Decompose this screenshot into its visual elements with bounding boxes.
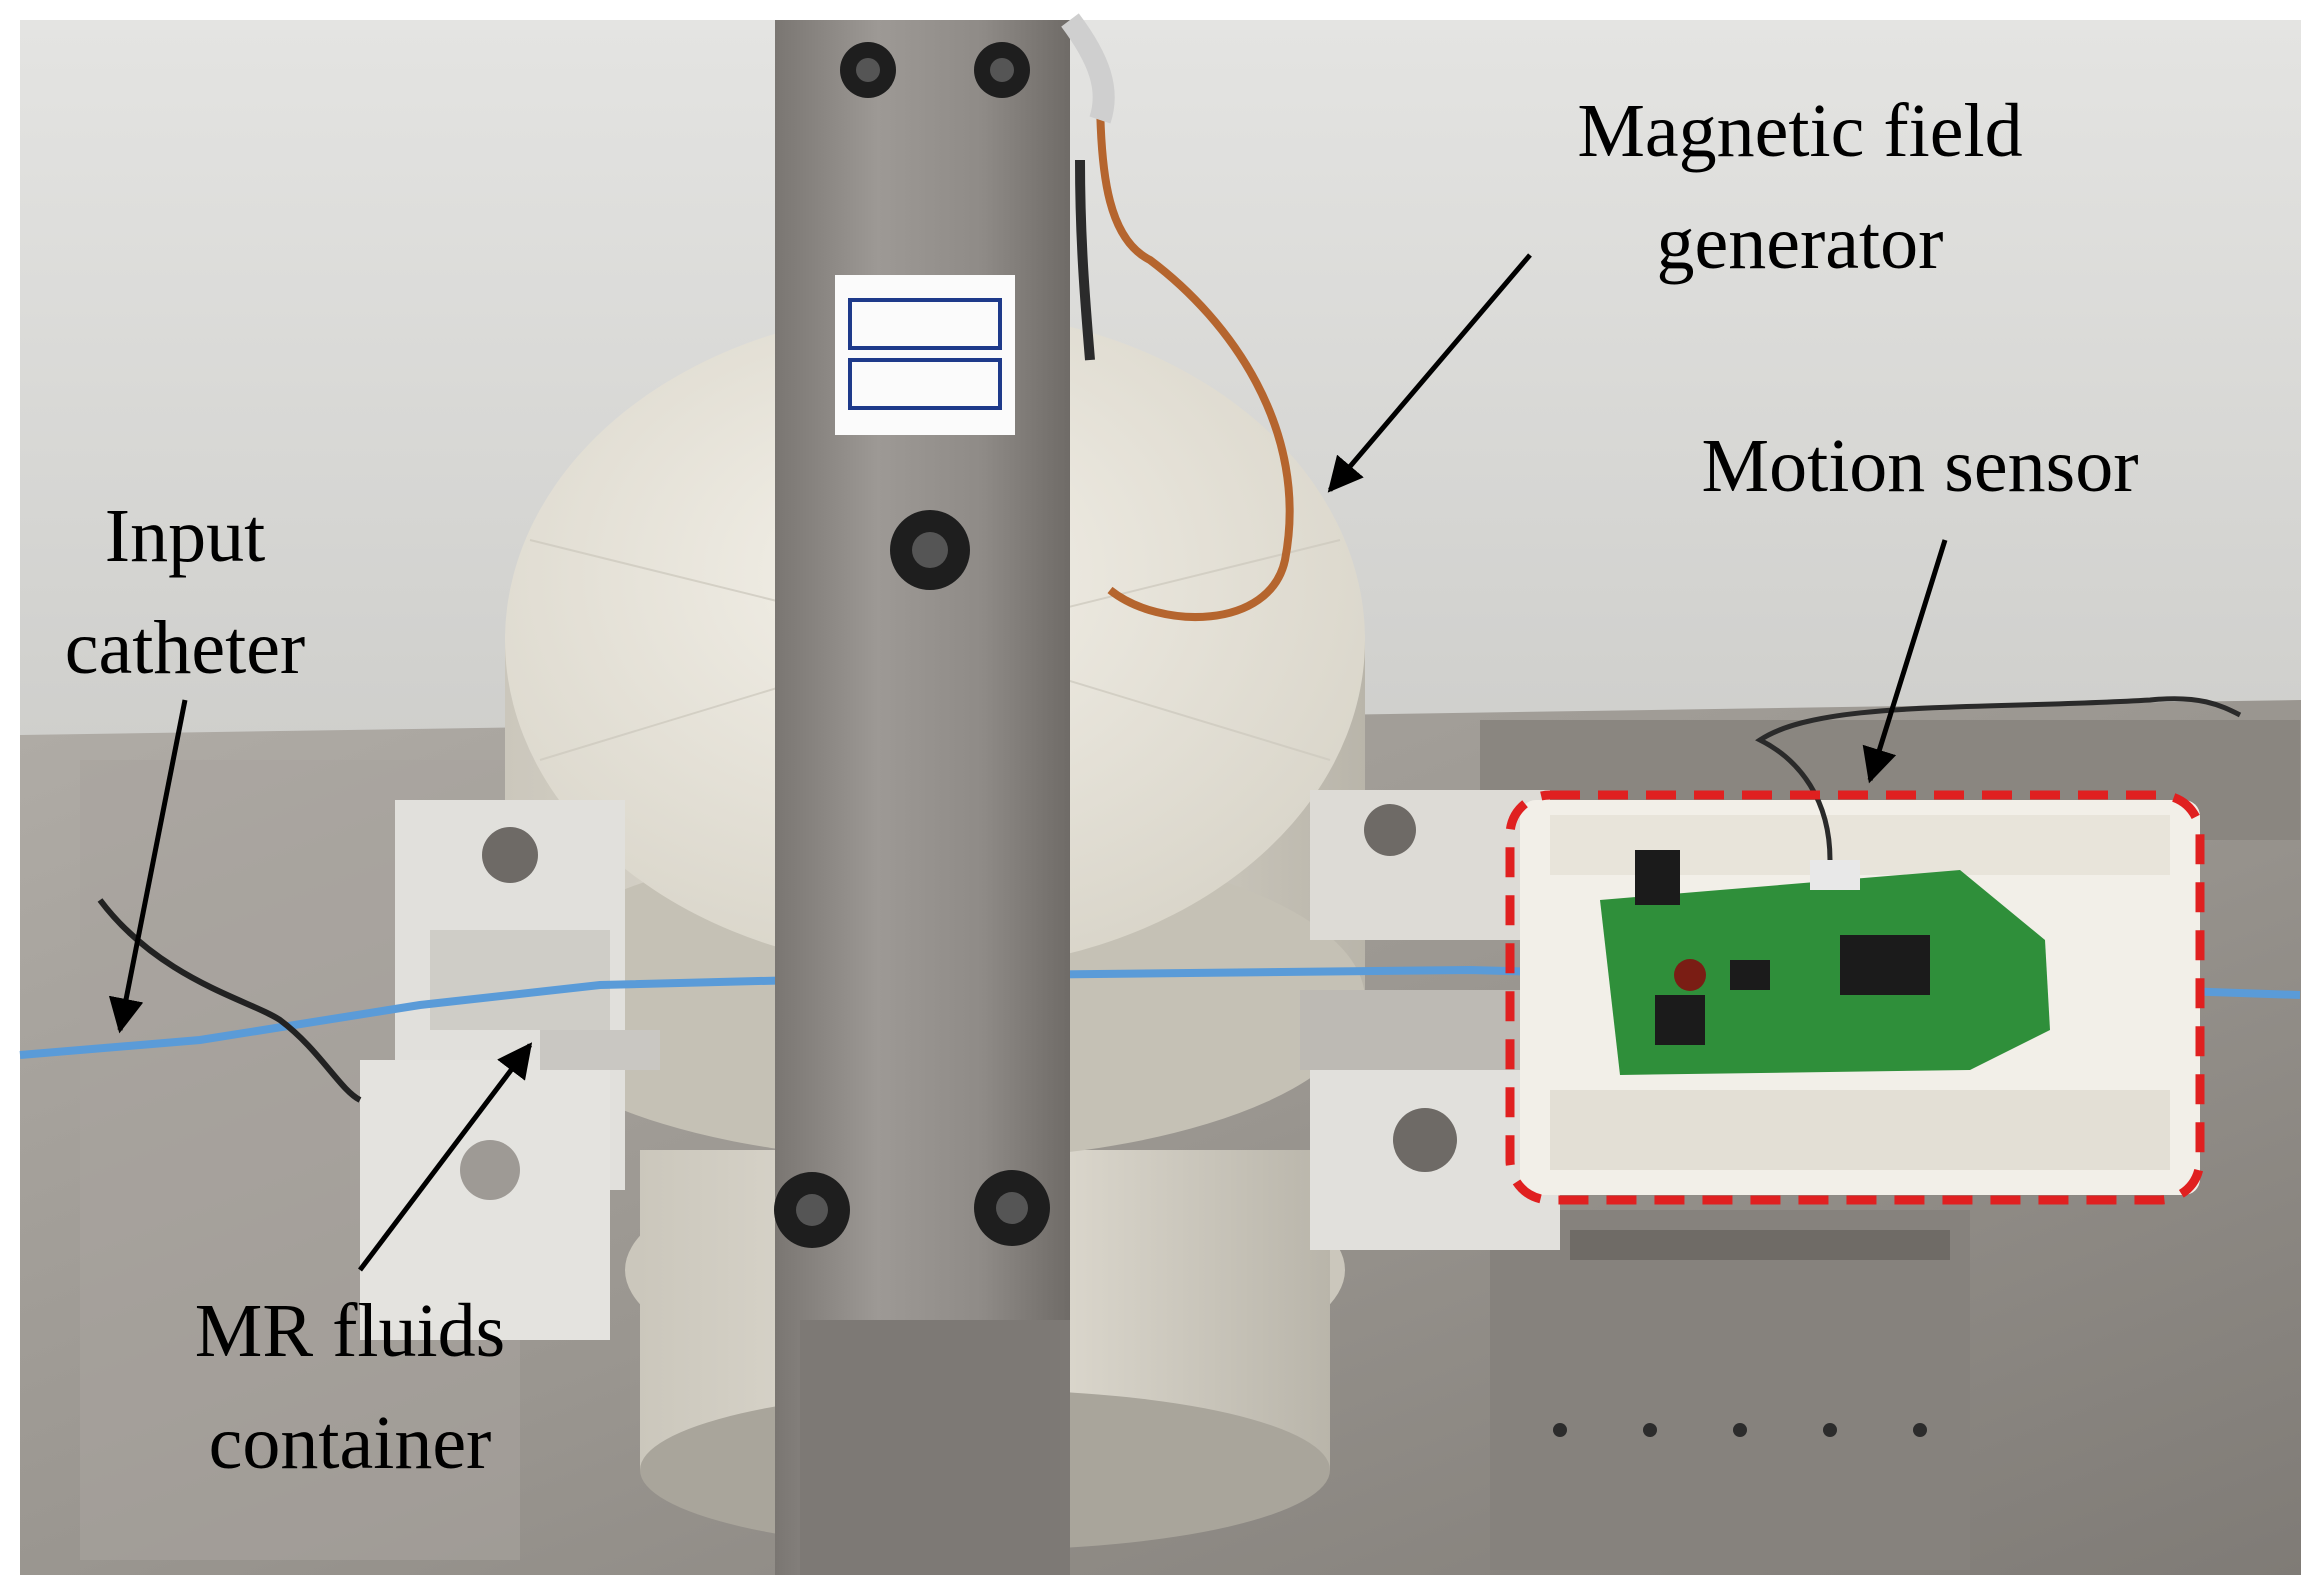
motion-sensor-highlight xyxy=(1505,790,2205,1205)
pcb xyxy=(1600,870,2050,1075)
bar-bolts xyxy=(774,42,1050,1248)
label-line: MR fluids xyxy=(194,1289,506,1373)
label-mr-fluids-container: MR fluids container xyxy=(130,1275,570,1499)
arrow-magnetic-field-generator xyxy=(1327,253,1532,493)
sensor-stand xyxy=(1490,1210,1970,1570)
label-line: container xyxy=(208,1401,492,1485)
label-line: catheter xyxy=(64,606,306,690)
label-magnetic-field-generator: Magnetic field generator xyxy=(1480,75,2120,299)
arrow-input-catheter xyxy=(108,699,188,1034)
copper-wire xyxy=(1096,89,1294,622)
arrow-mr-fluids-container xyxy=(358,1042,533,1272)
label-line: Motion sensor xyxy=(1701,424,2139,508)
label-line: Magnetic field xyxy=(1577,89,2023,173)
label-input-catheter: Input catheter xyxy=(20,480,350,704)
arrow-motion-sensor xyxy=(1862,539,1948,784)
label-motion-sensor: Motion sensor xyxy=(1620,410,2220,522)
label-line: Input xyxy=(104,494,266,578)
label-line: generator xyxy=(1656,201,1944,285)
